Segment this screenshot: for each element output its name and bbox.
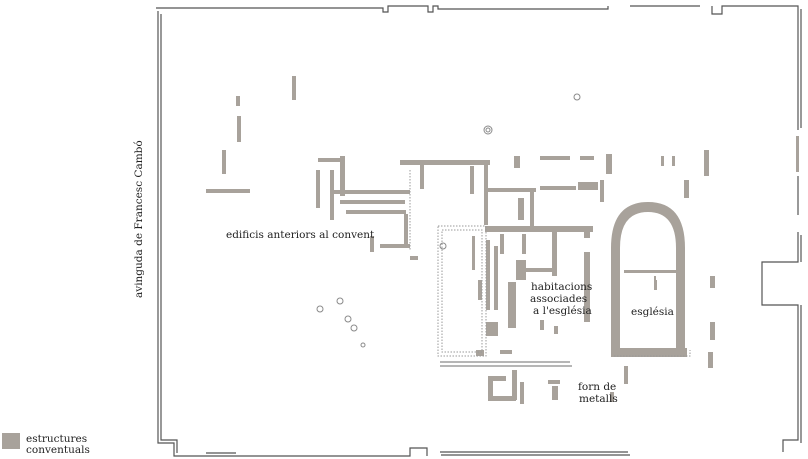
reconstructed-outlines bbox=[409, 170, 691, 367]
church-walls bbox=[611, 202, 685, 356]
rooms-label-line3: a l'església bbox=[533, 305, 592, 317]
site-boundary bbox=[156, 5, 802, 457]
church-label: església bbox=[631, 306, 674, 318]
furnace-label-line2: metalls bbox=[579, 393, 618, 405]
furnace-label-line1: forn de bbox=[578, 381, 616, 393]
legend-swatch bbox=[2, 433, 20, 449]
rooms-label-line1: habitacions bbox=[531, 281, 592, 293]
street-label: avinguda de Francesc Cambó bbox=[133, 140, 145, 298]
circular-features bbox=[316, 93, 581, 348]
rooms-label-line2: associades bbox=[530, 293, 587, 305]
conventual-structures bbox=[206, 76, 799, 404]
earlier-buildings-label: edificis anteriors al convent bbox=[226, 229, 375, 241]
legend-label-line2: conventuals bbox=[26, 444, 90, 456]
legend-label-line1: estructures bbox=[26, 433, 88, 445]
legend-label: estructures conventuals bbox=[26, 434, 116, 456]
